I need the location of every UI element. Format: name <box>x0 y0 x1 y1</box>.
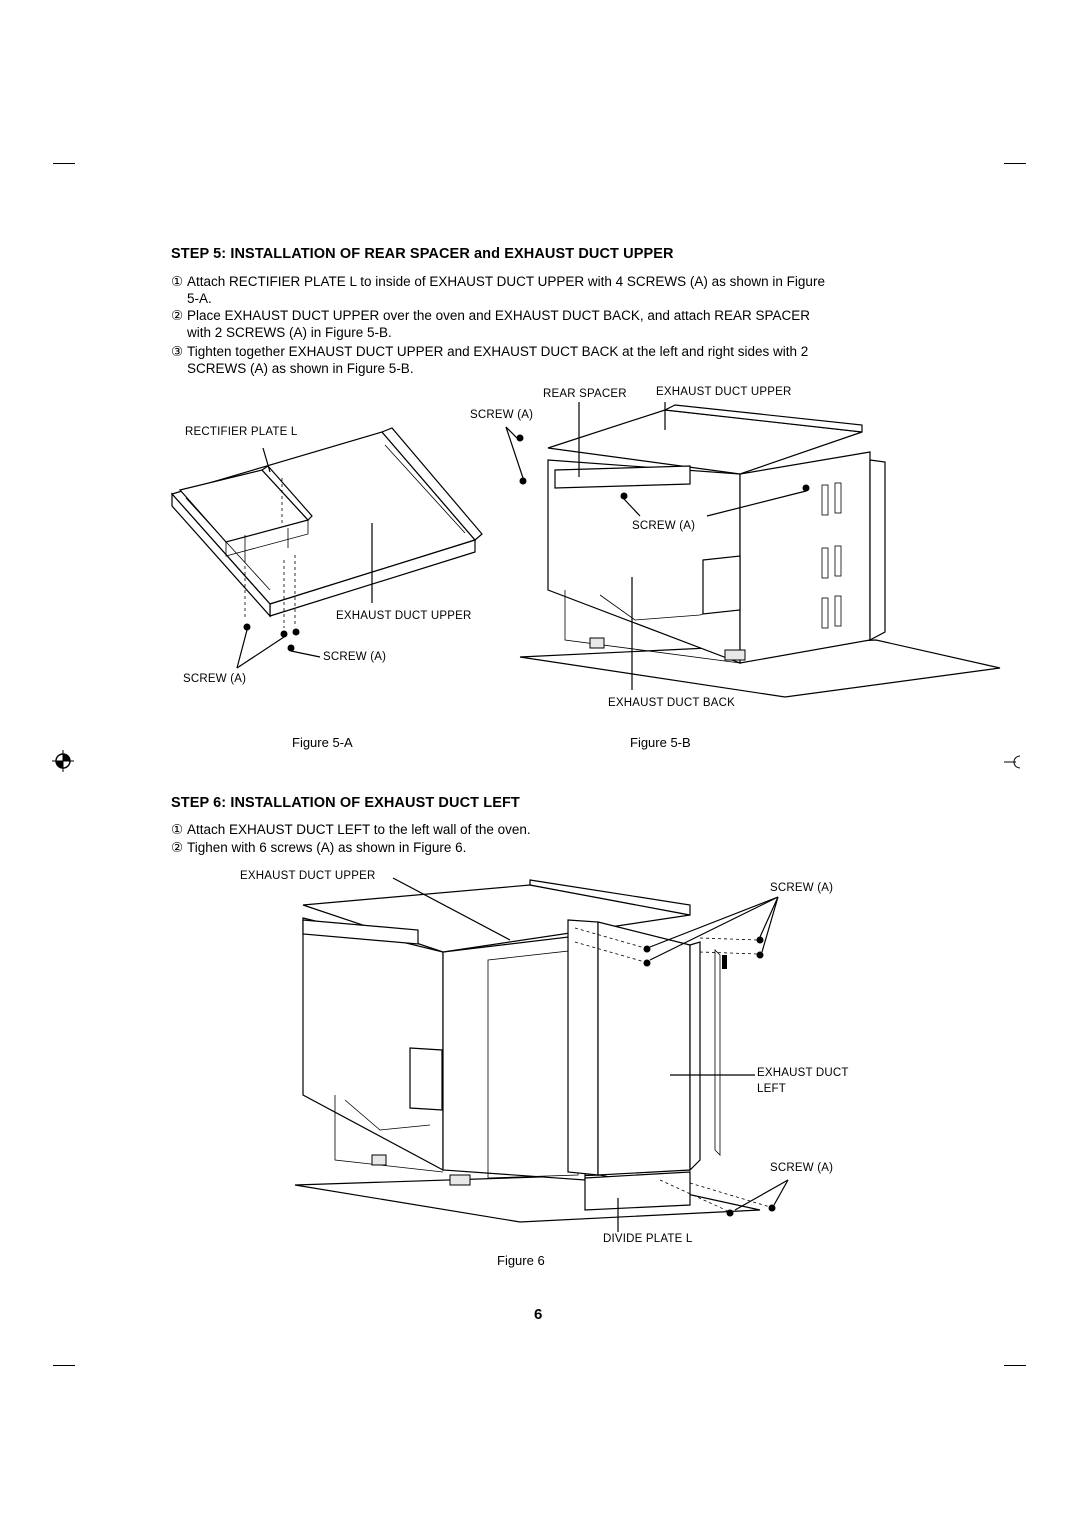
step5-item-2-continuation: with 2 SCREWS (A) in Figure 5-B. <box>187 325 392 340</box>
label-exhaust-duct-upper-5b: EXHAUST DUCT UPPER <box>656 386 792 398</box>
crop-mark-bottom-left <box>53 1365 75 1366</box>
label-exhaust-duct-left-line1: EXHAUST DUCT <box>757 1067 849 1079</box>
label-exhaust-duct-left-line2: LEFT <box>757 1083 786 1095</box>
screw-guides-6 <box>574 927 771 1213</box>
label-rectifier-plate-l: RECTIFIER PLATE L <box>185 426 298 438</box>
label-divide-plate-l: DIVIDE PLATE L <box>603 1233 693 1245</box>
step5-item-3-number: ③ <box>171 344 184 359</box>
caption-figure-6: Figure 6 <box>497 1253 545 1268</box>
step5-item-1-text: Attach RECTIFIER PLATE L to inside of EX… <box>187 274 825 289</box>
vent-grilles-5b <box>821 482 842 629</box>
step5-item-2-number: ② <box>171 308 184 323</box>
caption-figure-5b: Figure 5-B <box>630 735 691 750</box>
step5-item-1-number: ① <box>171 274 184 289</box>
crop-mark-top-right <box>1004 163 1026 164</box>
step6-item-2-text: Tighen with 6 screws (A) as shown in Fig… <box>187 840 467 855</box>
label-screw-a-5b-mid: SCREW (A) <box>632 520 696 532</box>
step5-item-3-continuation: SCREWS (A) as shown in Figure 5-B. <box>187 361 414 376</box>
label-screw-a-5a-right: SCREW (A) <box>323 651 387 663</box>
label-exhaust-duct-upper-6: EXHAUST DUCT UPPER <box>240 870 376 882</box>
page-number: 6 <box>534 1306 543 1323</box>
rectifier-plate <box>178 465 313 560</box>
label-screw-a-5b-top: SCREW (A) <box>470 409 534 421</box>
step6-heading: STEP 6: INSTALLATION OF EXHAUST DUCT LEF… <box>171 795 520 811</box>
step6-item-1-text: Attach EXHAUST DUCT LEFT to the left wal… <box>187 822 531 837</box>
step5-item-1-continuation: 5-A. <box>187 291 212 306</box>
screws-5a <box>243 623 300 652</box>
step5-heading: STEP 5: INSTALLATION OF REAR SPACER and … <box>171 246 674 262</box>
step5-item-2-text: Place EXHAUST DUCT UPPER over the oven a… <box>187 308 810 323</box>
label-screw-a-6-top: SCREW (A) <box>770 882 834 894</box>
crop-mark-top-left <box>53 163 75 164</box>
screws-5b <box>516 434 810 500</box>
label-exhaust-duct-upper-5a: EXHAUST DUCT UPPER <box>336 610 472 622</box>
registration-target-icon <box>52 750 74 772</box>
step6-item-1-number: ① <box>171 822 184 837</box>
label-rear-spacer: REAR SPACER <box>543 388 627 400</box>
label-screw-a-5a-left: SCREW (A) <box>183 673 247 685</box>
label-screw-a-6-bottom: SCREW (A) <box>770 1162 834 1174</box>
screws-6 <box>643 936 776 1217</box>
step6-item-2-number: ② <box>171 840 184 855</box>
registration-mark-right-icon <box>1004 755 1021 769</box>
crop-mark-bottom-right <box>1004 1365 1026 1366</box>
screw-guides <box>244 478 296 628</box>
label-exhaust-duct-back: EXHAUST DUCT BACK <box>608 697 735 709</box>
caption-figure-5a: Figure 5-A <box>292 735 353 750</box>
step5-item-3-text: Tighten together EXHAUST DUCT UPPER and … <box>187 344 809 359</box>
